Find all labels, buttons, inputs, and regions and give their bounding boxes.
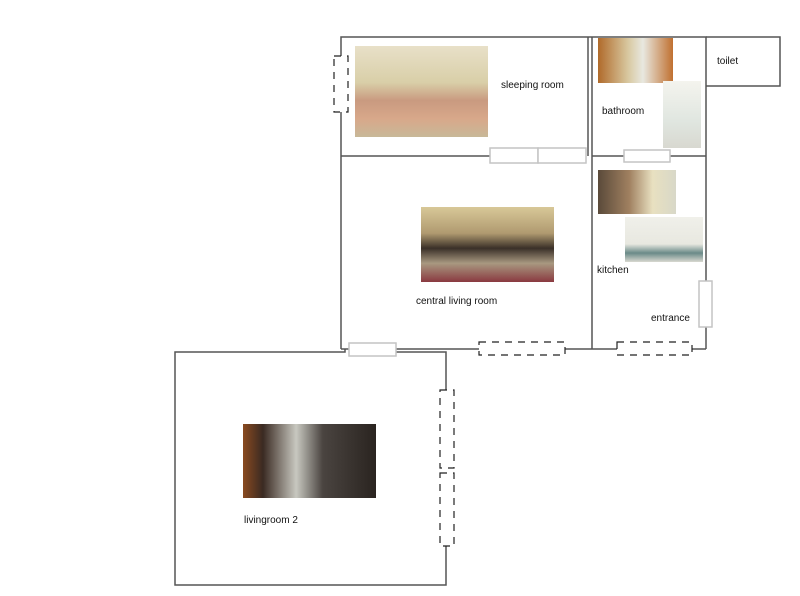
window-central-living (478, 341, 566, 356)
sleeping-room-photo (355, 46, 488, 137)
bathroom-photo-1 (598, 38, 673, 83)
livingroom2-right-top (396, 351, 447, 390)
kitchen-photo-1 (598, 170, 676, 214)
door-livingroom2 (348, 342, 397, 357)
door-entrance (698, 280, 713, 328)
wall-outer-top (340, 36, 707, 87)
label-toilet: toilet (717, 56, 739, 67)
window-sleeping (333, 55, 349, 113)
label-bathroom: bathroom (602, 106, 645, 117)
livingroom2-photo (243, 424, 376, 498)
toilet-walls (706, 36, 781, 87)
label-kitchen: kitchen (597, 265, 629, 276)
label-livingroom-2: livingroom 2 (244, 515, 298, 526)
door-sleeping-2 (537, 147, 587, 164)
label-central-living-room: central living room (416, 296, 498, 307)
central-living-room-photo (421, 207, 554, 282)
kitchen-photo-2 (625, 217, 703, 262)
window-livingroom2-1 (439, 389, 455, 469)
livingroom2-walls (174, 349, 447, 586)
door-bathroom (623, 149, 671, 163)
bathroom-photo-2 (663, 81, 701, 148)
window-livingroom2-2 (439, 472, 455, 547)
door-sleeping-1 (489, 147, 539, 164)
label-sleeping-room: sleeping room (501, 80, 564, 91)
label-entrance: entrance (651, 313, 690, 324)
window-entrance (616, 341, 693, 356)
